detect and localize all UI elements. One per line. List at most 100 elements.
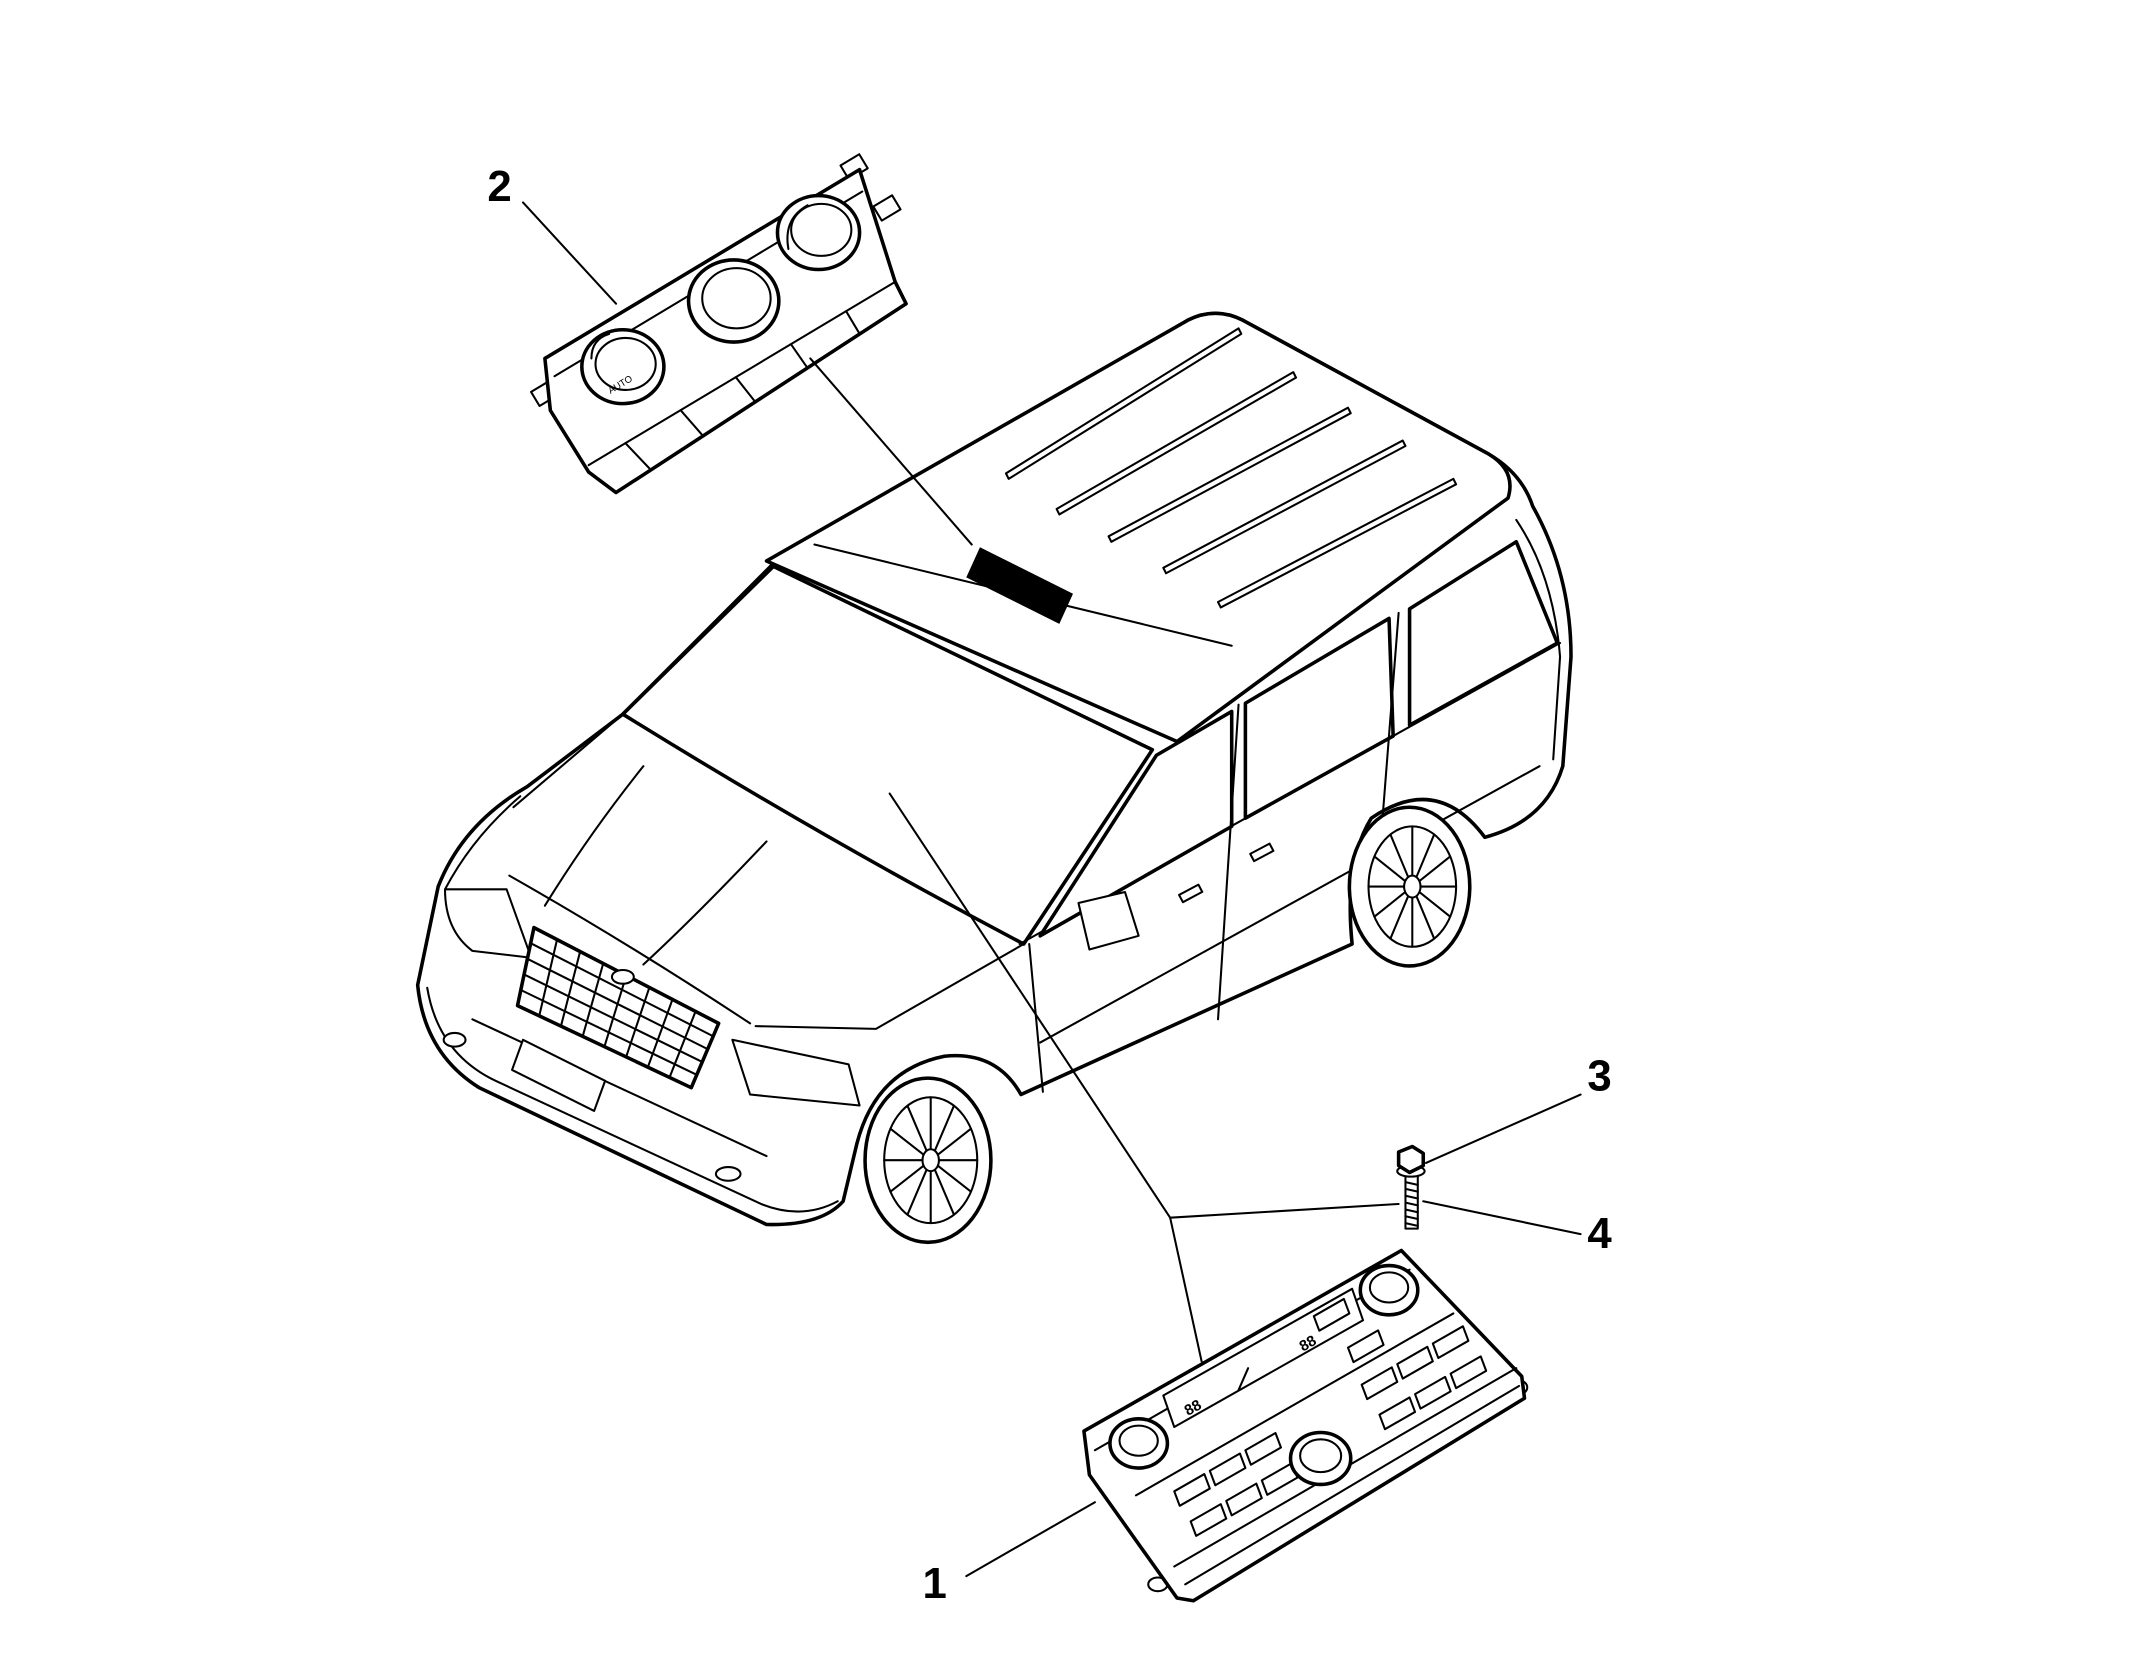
wheel-spoke [1389, 833, 1410, 879]
front-panel-outline [1082, 1248, 1527, 1603]
hvac-button [1396, 1345, 1434, 1380]
blower-speed-knob-ring [1299, 1438, 1343, 1474]
license-plate [511, 1038, 607, 1112]
climate-display [1162, 1287, 1365, 1429]
hvac-button [1360, 1366, 1399, 1401]
wheel-spoke [906, 1168, 928, 1216]
panel-rib [845, 310, 861, 335]
hvac-button [1208, 1452, 1247, 1487]
front-door-window [1038, 709, 1234, 938]
callout-2: 2 [487, 162, 511, 211]
driver-temperature-knob-ring [1118, 1424, 1159, 1457]
leader-junction-to-screw [1169, 1202, 1400, 1219]
rear-end-line [1515, 518, 1562, 761]
wheel-spoke [906, 1104, 928, 1152]
grille-bar-vertical [603, 974, 628, 1048]
hvac-button [1244, 1431, 1282, 1466]
wheel-spoke [933, 1104, 955, 1152]
front-wheel [863, 1076, 993, 1245]
hood-crease-left [543, 765, 645, 907]
roof-rail [1004, 327, 1243, 480]
wheel-spoke [1418, 855, 1452, 883]
hvac-button [1378, 1396, 1417, 1431]
hvac-button [1189, 1503, 1228, 1537]
screw-thread [1404, 1215, 1419, 1221]
headlight-right [731, 1038, 861, 1107]
rear-wheel-spokes [1367, 825, 1458, 948]
grille-bar-vertical [559, 950, 582, 1028]
mounting-screw [1396, 1144, 1426, 1230]
wheel-spoke [1389, 895, 1410, 940]
lower-body-crease [1039, 765, 1541, 1044]
rear-control-panel: AUTO [530, 153, 908, 495]
side-mirror [1077, 891, 1140, 951]
callout-4: 4 [1587, 1209, 1612, 1258]
hood-crease-right [642, 840, 768, 966]
display-left-temperature: 88 [1182, 1397, 1205, 1420]
grille-bars [519, 938, 715, 1079]
front-panel-tier-line [1134, 1312, 1455, 1497]
screw-head [1396, 1144, 1426, 1175]
wheel-spoke [1415, 833, 1436, 879]
grille-bar-vertical [625, 986, 651, 1058]
rear-panel-base-ribs [624, 310, 861, 471]
hvac-button [1414, 1375, 1452, 1410]
hvac-button [1260, 1462, 1299, 1496]
hvac-button [1449, 1355, 1488, 1390]
windshield [621, 564, 1155, 946]
callout-3: 3 [1587, 1051, 1611, 1100]
screw-thread [1404, 1208, 1419, 1214]
wheel-spoke [1373, 855, 1407, 883]
hvac-button [1431, 1325, 1470, 1360]
hood-right-edge [754, 943, 1025, 1030]
front-control-panel: 88 88 [1082, 1248, 1529, 1603]
leader-item-2 [521, 201, 618, 305]
front-panel-bottom-edge-inner [1184, 1384, 1521, 1586]
callout-1: 1 [923, 1559, 947, 1608]
display-right-temperature: 88 [1297, 1332, 1320, 1355]
front-door-rear-edge [1216, 703, 1240, 1021]
leader-item-1 [965, 1501, 1096, 1578]
wheel-spoke [936, 1127, 973, 1156]
screw-thread [1404, 1201, 1419, 1207]
headlight-left [443, 888, 533, 959]
screw-thread [1404, 1194, 1419, 1200]
panel-rib [734, 376, 757, 403]
wheel-spoke [1415, 895, 1436, 940]
display-divider [1237, 1367, 1250, 1392]
blower-knob-ring [790, 202, 853, 257]
grille-bar-vertical [646, 998, 674, 1069]
screw-thread [1404, 1222, 1419, 1227]
leader-van-to-junction [888, 792, 1172, 1219]
front-panel-buttons [1173, 1297, 1488, 1537]
leader-junction-to-front-panel [1169, 1216, 1203, 1363]
sliding-door-window [1243, 616, 1395, 820]
temperature-knob [580, 327, 666, 406]
roof-rail [1216, 477, 1458, 609]
grille [515, 925, 721, 1090]
panel-rib [679, 409, 705, 437]
grille-bar-vertical [581, 962, 605, 1038]
minivan-illustration [415, 311, 1573, 1245]
hvac-button [1346, 1329, 1385, 1364]
fog-light-left [442, 1031, 467, 1048]
hood-left-edge [512, 713, 624, 809]
blower-knob [775, 193, 862, 272]
rear-quarter-window [1407, 540, 1560, 727]
hood-front-edge [508, 874, 752, 1025]
overhead-module-marker [966, 547, 1073, 624]
mode-knob-ring [701, 267, 772, 330]
wheel-spoke [889, 1127, 925, 1156]
temperature-knob-scale [590, 332, 611, 360]
blower-knob-arrow [786, 204, 809, 251]
fog-light-right [714, 1166, 742, 1182]
roof-rail [1162, 439, 1407, 575]
leader-rear-panel-to-roof [809, 357, 973, 546]
screw-threads [1404, 1181, 1419, 1227]
front-bumper-lower [426, 986, 839, 1213]
screw-thread [1404, 1187, 1419, 1193]
rear-wheel [1347, 805, 1472, 968]
grille-bar-vertical [538, 938, 559, 1017]
grille-emblem [610, 969, 635, 985]
